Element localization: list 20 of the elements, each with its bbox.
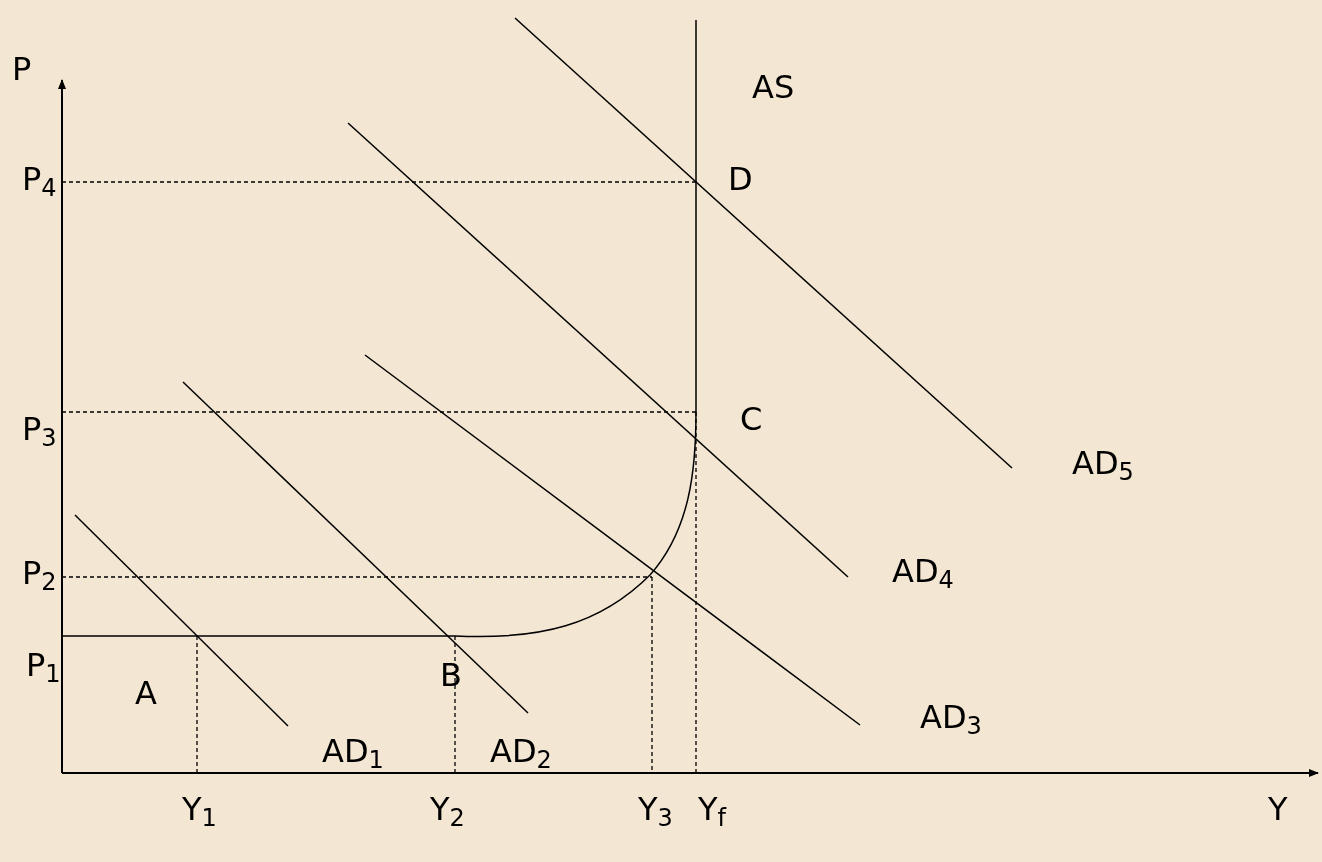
- axis-label: Y$_{1}$: [182, 790, 217, 828]
- axis-label: Y: [1268, 790, 1288, 828]
- axis-label: P: [12, 50, 32, 88]
- axis-label: P$_{4}$: [22, 160, 57, 198]
- point-label: A: [135, 674, 157, 712]
- point-label: C: [740, 400, 763, 438]
- curve-label: AD$_{5}$: [1072, 444, 1134, 482]
- point-label: D: [728, 160, 753, 198]
- curve-label: AD$_{4}$: [892, 552, 954, 590]
- axis-label: P$_{1}$: [26, 646, 61, 684]
- axis-label: P$_{3}$: [22, 410, 57, 448]
- curve-label: AD$_{1}$: [322, 732, 384, 770]
- curve-label: AS: [752, 68, 795, 106]
- curve-label: AD$_{2}$: [490, 732, 552, 770]
- point-label: B: [440, 656, 462, 694]
- axis-label: Y$_{f}$: [698, 790, 726, 828]
- curve-label: AD$_{3}$: [920, 698, 982, 736]
- axis-label: Y$_{3}$: [638, 790, 673, 828]
- axis-label: P$_{2}$: [22, 554, 57, 592]
- axis-label: Y$_{2}$: [430, 790, 465, 828]
